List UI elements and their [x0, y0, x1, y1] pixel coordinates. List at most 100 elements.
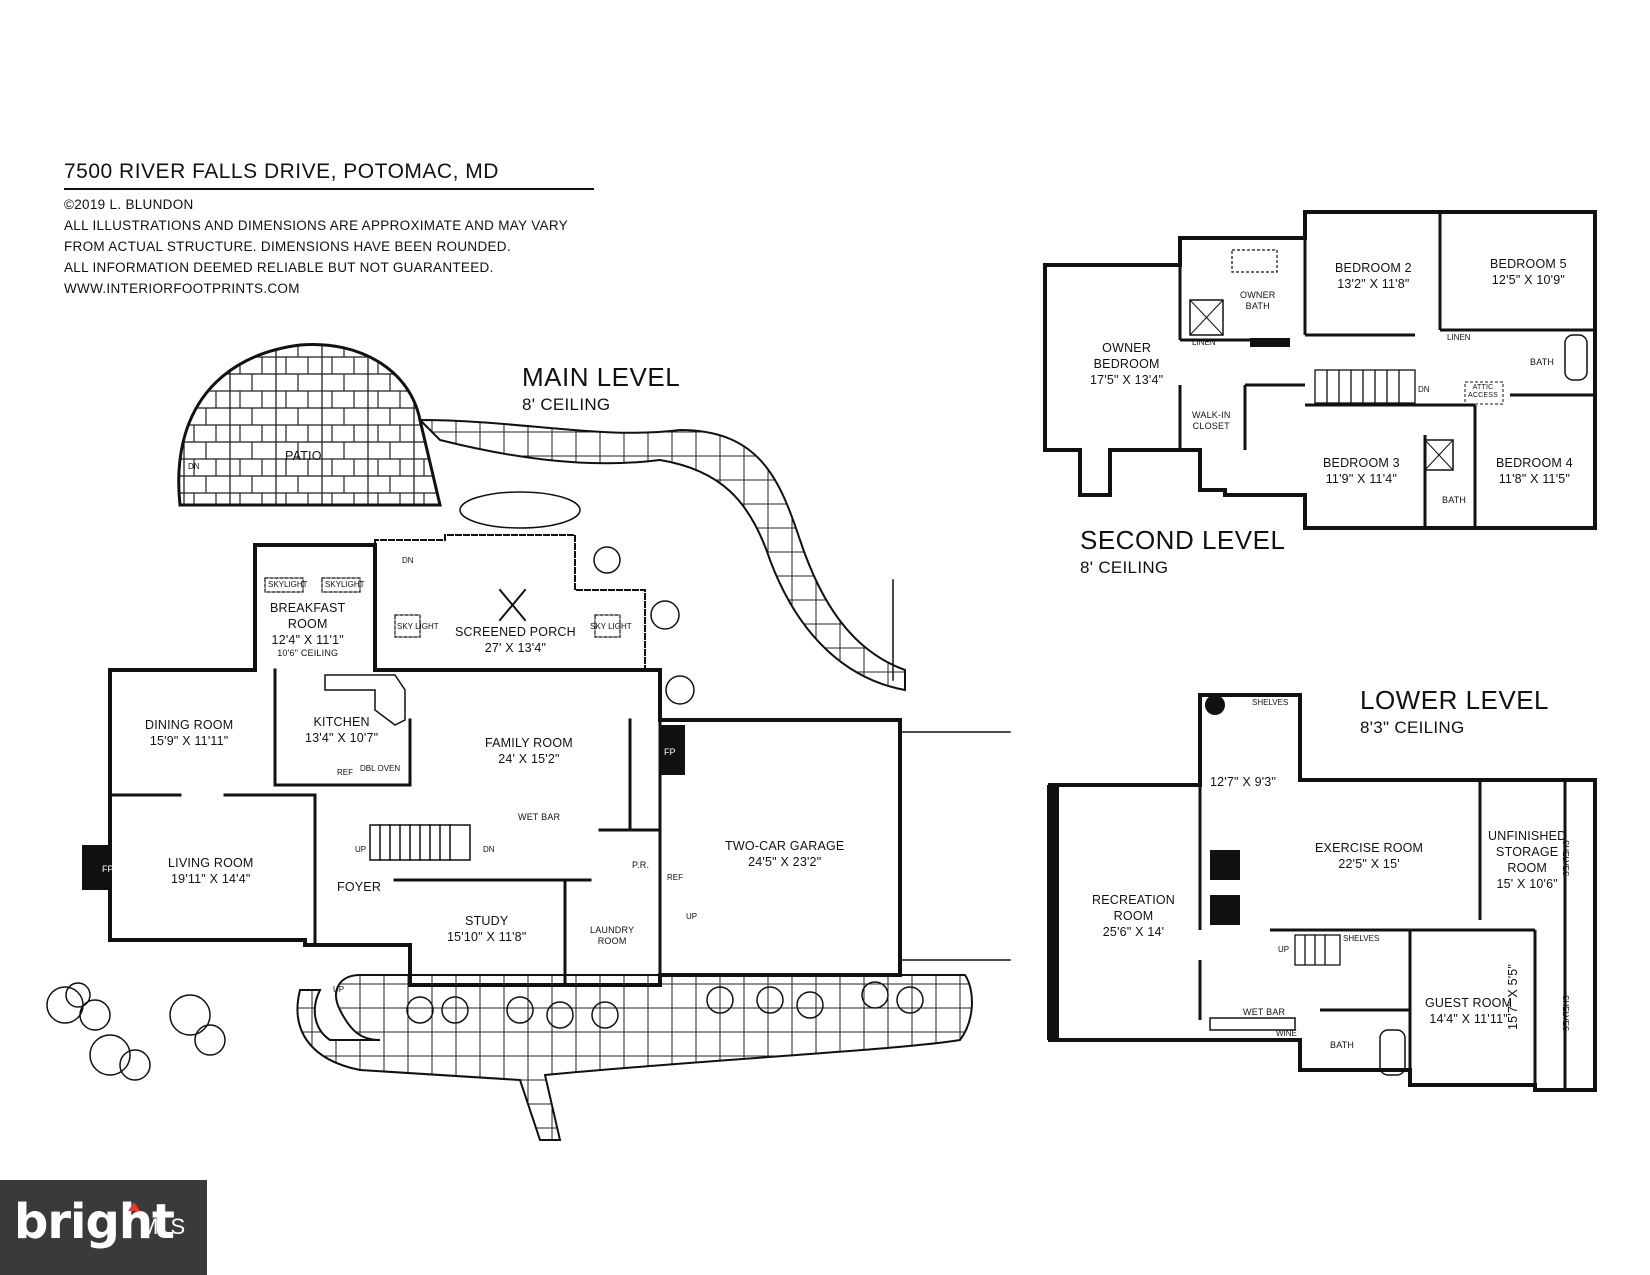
room-family: FAMILY ROOM 24' X 15'2": [485, 735, 573, 767]
disclaimer-line-3: ALL INFORMATION DEEMED RELIABLE BUT NOT …: [64, 260, 494, 275]
dn-label-porch: DN: [402, 556, 414, 565]
second-level-title: SECOND LEVEL 8' CEILING: [1080, 525, 1285, 578]
bedroom-3-dims: 11'9" X 11'4": [1325, 472, 1398, 486]
up-label-stairs: UP: [355, 845, 367, 854]
attic-access-label: ATTIC ACCESS: [1468, 384, 1498, 400]
dining-name: DINING ROOM: [145, 718, 234, 732]
room-owner-bedroom: OWNER BEDROOM 17'5" X 13'4": [1090, 340, 1163, 388]
shelves-label-3: SHELVES: [1561, 840, 1570, 877]
lower-level-title: LOWER LEVEL 8'3" CEILING: [1360, 685, 1549, 738]
front-walkway: [296, 974, 973, 1141]
bedroom-2-name: BEDROOM 2: [1335, 261, 1412, 275]
lower-bath-name: BATH: [1330, 1040, 1355, 1050]
attic-name-2: ACCESS: [1468, 392, 1498, 399]
main-stairs: [369, 824, 471, 861]
living-dims: 19'11" X 14'4": [171, 872, 251, 886]
room-guest: GUEST ROOM 14'4" X 11'11": [1425, 995, 1512, 1027]
main-level-plan: [46, 342, 1011, 1141]
kitchen-dims: 13'4" X 10'7": [305, 731, 379, 745]
skylights-main: [264, 577, 621, 638]
website-link[interactable]: WWW.INTERIORFOOTPRINTS.COM: [64, 281, 300, 296]
foyer-name: FOYER: [337, 880, 382, 894]
room-patio: PATIO: [285, 448, 322, 464]
room-bedroom-3: BEDROOM 3 11'9" X 11'4": [1323, 455, 1400, 487]
shelves-label-4: SHELVES: [1561, 995, 1570, 1032]
bedroom-3-name: BEDROOM 3: [1323, 456, 1400, 470]
up-label-lower: UP: [1278, 945, 1290, 954]
room-kitchen: KITCHEN 13'4" X 10'7": [305, 714, 378, 746]
breakfast-name-2: ROOM: [287, 617, 328, 631]
garage-name: TWO-CAR GARAGE: [725, 839, 845, 853]
breakfast-ceiling-note: 10'6" CEILING: [277, 648, 339, 658]
room-breakfast: BREAKFAST ROOM 12'4" X 11'1" 10'6" CEILI…: [270, 600, 345, 659]
dining-dims: 15'9" X 11'11": [149, 734, 229, 748]
room-bedroom-4: BEDROOM 4 11'8" X 11'5": [1496, 455, 1573, 487]
landscape-trees: [46, 491, 924, 1081]
disclaimer-line-2: FROM ACTUAL STRUCTURE. DIMENSIONS HAVE B…: [64, 239, 511, 254]
second-stairs: [1314, 369, 1416, 404]
room-lower-wet-bar: WET BAR: [1243, 1007, 1285, 1018]
walkin-name: WALK-IN: [1192, 410, 1231, 420]
linen-label-owner: LINEN: [1192, 338, 1216, 347]
exercise-name: EXERCISE ROOM: [1315, 841, 1424, 855]
room-study: STUDY 15'10" X 11'8": [447, 913, 526, 945]
fp-label-living: FP: [102, 864, 114, 874]
owner-bath-name: OWNER: [1240, 290, 1276, 300]
screened-porch-outline: [374, 534, 646, 671]
room-powder: P.R.: [632, 860, 649, 871]
room-dining: DINING ROOM 15'9" X 11'11": [145, 717, 233, 749]
patio: [177, 342, 442, 507]
recreation-dims: 25'6" X 14': [1102, 925, 1165, 939]
lower-round-fixture: [1205, 695, 1225, 715]
wet-bar-name: WET BAR: [518, 812, 561, 822]
screened-porch-dims: 27' X 13'4": [484, 641, 547, 655]
bedroom-5-name: BEDROOM 5: [1490, 257, 1567, 271]
second-level-plan: [1043, 210, 1597, 530]
recreation-name: RECREATION: [1092, 893, 1176, 907]
wine-label: WINE: [1276, 1029, 1297, 1038]
room-screened-porch: SCREENED PORCH 27' X 13'4": [455, 624, 576, 656]
kitchen-counter: [324, 674, 406, 726]
fp-label-family: FP: [664, 747, 676, 757]
tub-lower: [1379, 1029, 1406, 1076]
lower-stairs: [1294, 934, 1341, 966]
room-exercise: EXERCISE ROOM 22'5" X 15': [1315, 840, 1423, 872]
dn-label-patio: DN: [188, 462, 200, 471]
room-wet-bar: WET BAR: [518, 812, 560, 823]
sky-light-label-2: SKY LIGHT: [590, 622, 632, 631]
room-bath-second-b: BATH: [1442, 495, 1466, 506]
dbl-oven-label: DBL OVEN: [360, 764, 401, 773]
lower-level-plan: [1047, 693, 1597, 1092]
recreation-name-2: ROOM: [1113, 909, 1154, 923]
bedroom-5-dims: 12'5" X 10'9": [1491, 273, 1566, 287]
storage-name: UNFINISHED: [1488, 829, 1567, 843]
property-address: 7500 RIVER FALLS DRIVE, POTOMAC, MD: [64, 160, 594, 190]
disclaimer-line-1: ALL ILLUSTRATIONS AND DIMENSIONS ARE APP…: [64, 218, 568, 233]
owner-bedroom-name: OWNER: [1102, 341, 1152, 355]
logo-roof-icon: [128, 1202, 140, 1211]
screened-porch-name: SCREENED PORCH: [455, 625, 576, 639]
room-walkin-closet: WALK-IN CLOSET: [1192, 410, 1231, 432]
kitchen-name: KITCHEN: [313, 715, 370, 729]
tub-second: [1564, 334, 1588, 381]
living-name: LIVING ROOM: [168, 856, 254, 870]
ceiling-fan-icon: [498, 588, 527, 622]
exercise-equipment-1: [1210, 850, 1240, 880]
up-label-front: UP: [333, 985, 345, 994]
breakfast-dims: 12'4" X 11'1": [271, 633, 344, 647]
breakfast-name: BREAKFAST: [270, 601, 346, 615]
side-storage-dims: 15'7" X 5'5": [1506, 963, 1520, 1030]
laundry-name-2: ROOM: [597, 936, 627, 946]
fireplace-family: [660, 725, 685, 775]
garden-walkway: [417, 418, 906, 692]
fireplace-living: [82, 845, 110, 890]
room-lower-bath: BATH: [1330, 1040, 1354, 1051]
ref-label-garage: REF: [667, 873, 683, 882]
storage-dims: 15' X 10'6": [1496, 877, 1558, 891]
family-dims: 24' X 15'2": [498, 752, 560, 766]
wet-bar-counter: [1209, 1017, 1296, 1031]
skylight-label-1: SKYLIGHT: [268, 580, 308, 589]
room-lower-small: 12'7" X 9'3": [1210, 774, 1276, 790]
room-bedroom-2: BEDROOM 2 13'2" X 11'8": [1335, 260, 1412, 292]
